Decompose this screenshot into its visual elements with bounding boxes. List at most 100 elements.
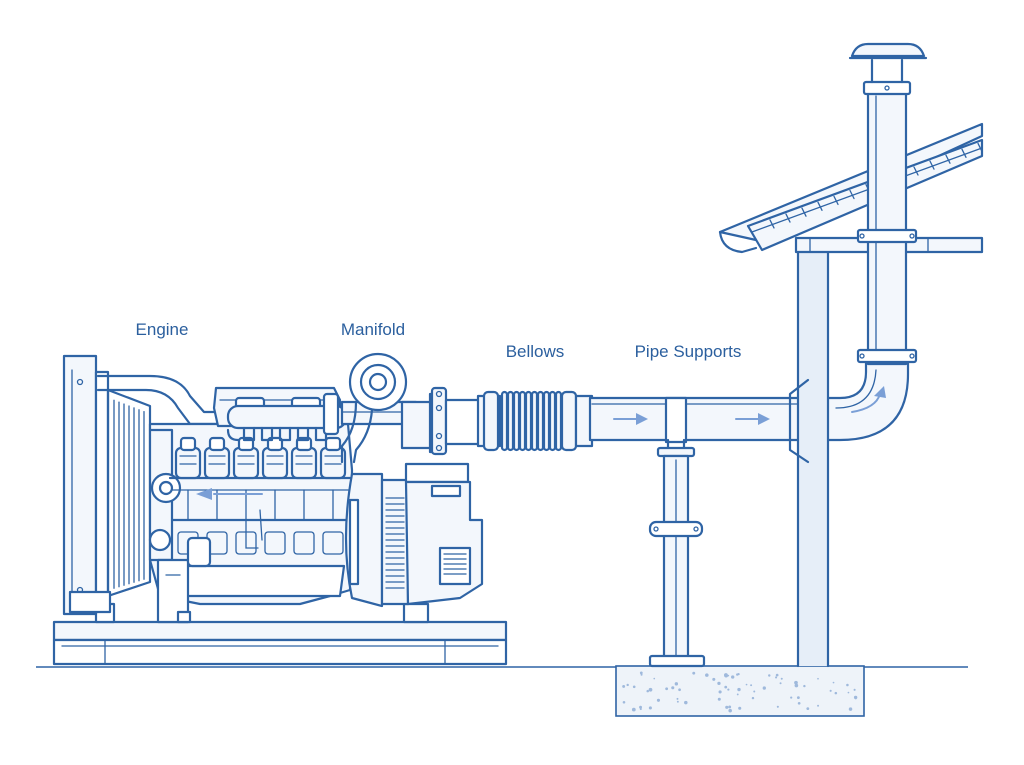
bellows-corrugation: [530, 390, 539, 452]
roof-tile-line: [769, 219, 775, 229]
concrete-speck: [737, 687, 741, 692]
pipe-support-stand: [648, 396, 706, 668]
concrete-speck: [631, 707, 636, 712]
building-wall: [788, 250, 830, 668]
concrete-speck: [653, 677, 656, 680]
concrete-speck: [712, 677, 716, 681]
injector-cap: [208, 436, 226, 452]
bellows-corrugation: [512, 390, 521, 452]
exhaust-stack: [856, 90, 918, 366]
roof-tile-line: [961, 148, 967, 159]
concrete-speck: [705, 673, 709, 677]
concrete-speck: [724, 685, 728, 689]
concrete-speck: [834, 691, 838, 695]
concrete-speck: [717, 697, 721, 701]
bellows-corrugation: [548, 390, 557, 452]
alternator: [344, 462, 484, 608]
roof-tile-line: [833, 195, 839, 206]
injector-bank: [174, 436, 347, 480]
cylinder-head: [290, 446, 318, 480]
concrete-speck: [640, 673, 643, 676]
turbocharger: [340, 352, 418, 464]
radiator: [62, 354, 152, 616]
roof-tile-line: [817, 201, 823, 211]
concrete-speck: [626, 683, 629, 687]
concrete-speck: [674, 682, 679, 686]
concrete-speck: [750, 684, 753, 687]
injector-cap: [179, 436, 197, 452]
concrete-speck: [779, 682, 782, 685]
concrete-speck: [751, 696, 755, 700]
concrete-speck: [853, 688, 856, 691]
concrete-speck: [738, 706, 742, 710]
label-engine: Engine: [136, 320, 189, 339]
roof-tile-line: [849, 189, 855, 200]
concrete-speck: [790, 696, 793, 699]
intake-flow-arrow: [196, 488, 263, 500]
concrete-speck: [775, 676, 778, 679]
concrete-speck: [731, 675, 735, 679]
roof: [718, 122, 984, 254]
pipe-elbow: [822, 360, 910, 442]
bellows-corrugation: [536, 390, 545, 452]
concrete-speck: [794, 680, 798, 685]
concrete-speck: [728, 708, 732, 713]
concrete-speck: [717, 681, 721, 686]
concrete-speck: [639, 707, 642, 711]
concrete-speck: [718, 690, 722, 694]
concrete-speck: [656, 698, 661, 702]
bellows-corrugation: [554, 390, 563, 452]
concrete-speck: [665, 687, 669, 691]
concrete-speck: [794, 683, 799, 688]
bellows-corrugation: [506, 390, 515, 452]
concrete-speck: [646, 689, 649, 693]
manifold-runner: [296, 426, 310, 442]
concrete-speck: [780, 677, 783, 680]
injector-cap: [324, 436, 342, 452]
concrete-speck: [692, 671, 696, 675]
concrete-speck: [678, 688, 681, 692]
roof-tile-line: [913, 166, 919, 176]
concrete-speck: [846, 683, 849, 687]
concrete-speck: [776, 705, 779, 708]
concrete-speck: [639, 671, 643, 675]
block-port: [264, 531, 286, 555]
block-port: [322, 531, 344, 555]
bellows-corrugation: [524, 390, 533, 452]
label-manifold: Manifold: [341, 320, 405, 339]
label-bellows: Bellows: [506, 342, 565, 361]
block-port: [293, 531, 315, 555]
concrete-speck: [725, 705, 729, 709]
coolant-hose: [96, 374, 226, 426]
concrete-speck: [848, 707, 853, 711]
cylinder-head: [174, 446, 202, 480]
concrete-speck: [632, 685, 636, 689]
concrete-speck: [648, 687, 653, 692]
concrete-speck: [753, 690, 756, 693]
concrete-speck: [775, 673, 779, 677]
concrete-speck: [622, 700, 626, 704]
concrete-speck: [803, 684, 806, 688]
concrete-speck: [854, 697, 857, 700]
concrete-speck: [745, 683, 748, 686]
roof-tile-line: [785, 213, 791, 223]
concrete-speck: [829, 689, 832, 692]
bellows-corrugation: [500, 390, 509, 452]
concrete-speck: [724, 673, 728, 677]
concrete-speck: [796, 696, 800, 700]
concrete-speck: [847, 691, 850, 694]
cylinder-head: [261, 446, 289, 480]
exhaust-manifold: [226, 392, 348, 442]
concrete-footing: [615, 665, 865, 717]
concrete-speck: [768, 674, 771, 677]
bellows-corrugation: [542, 390, 551, 452]
manifold-runner: [260, 426, 274, 442]
cylinder-head: [232, 446, 260, 480]
label-pipe-supports: Pipe Supports: [635, 342, 742, 361]
roof-tile-line: [801, 207, 807, 217]
bellows-expansion-joint: [476, 390, 594, 452]
roof-tile-line: [945, 154, 951, 164]
cylinder-head: [203, 446, 231, 480]
